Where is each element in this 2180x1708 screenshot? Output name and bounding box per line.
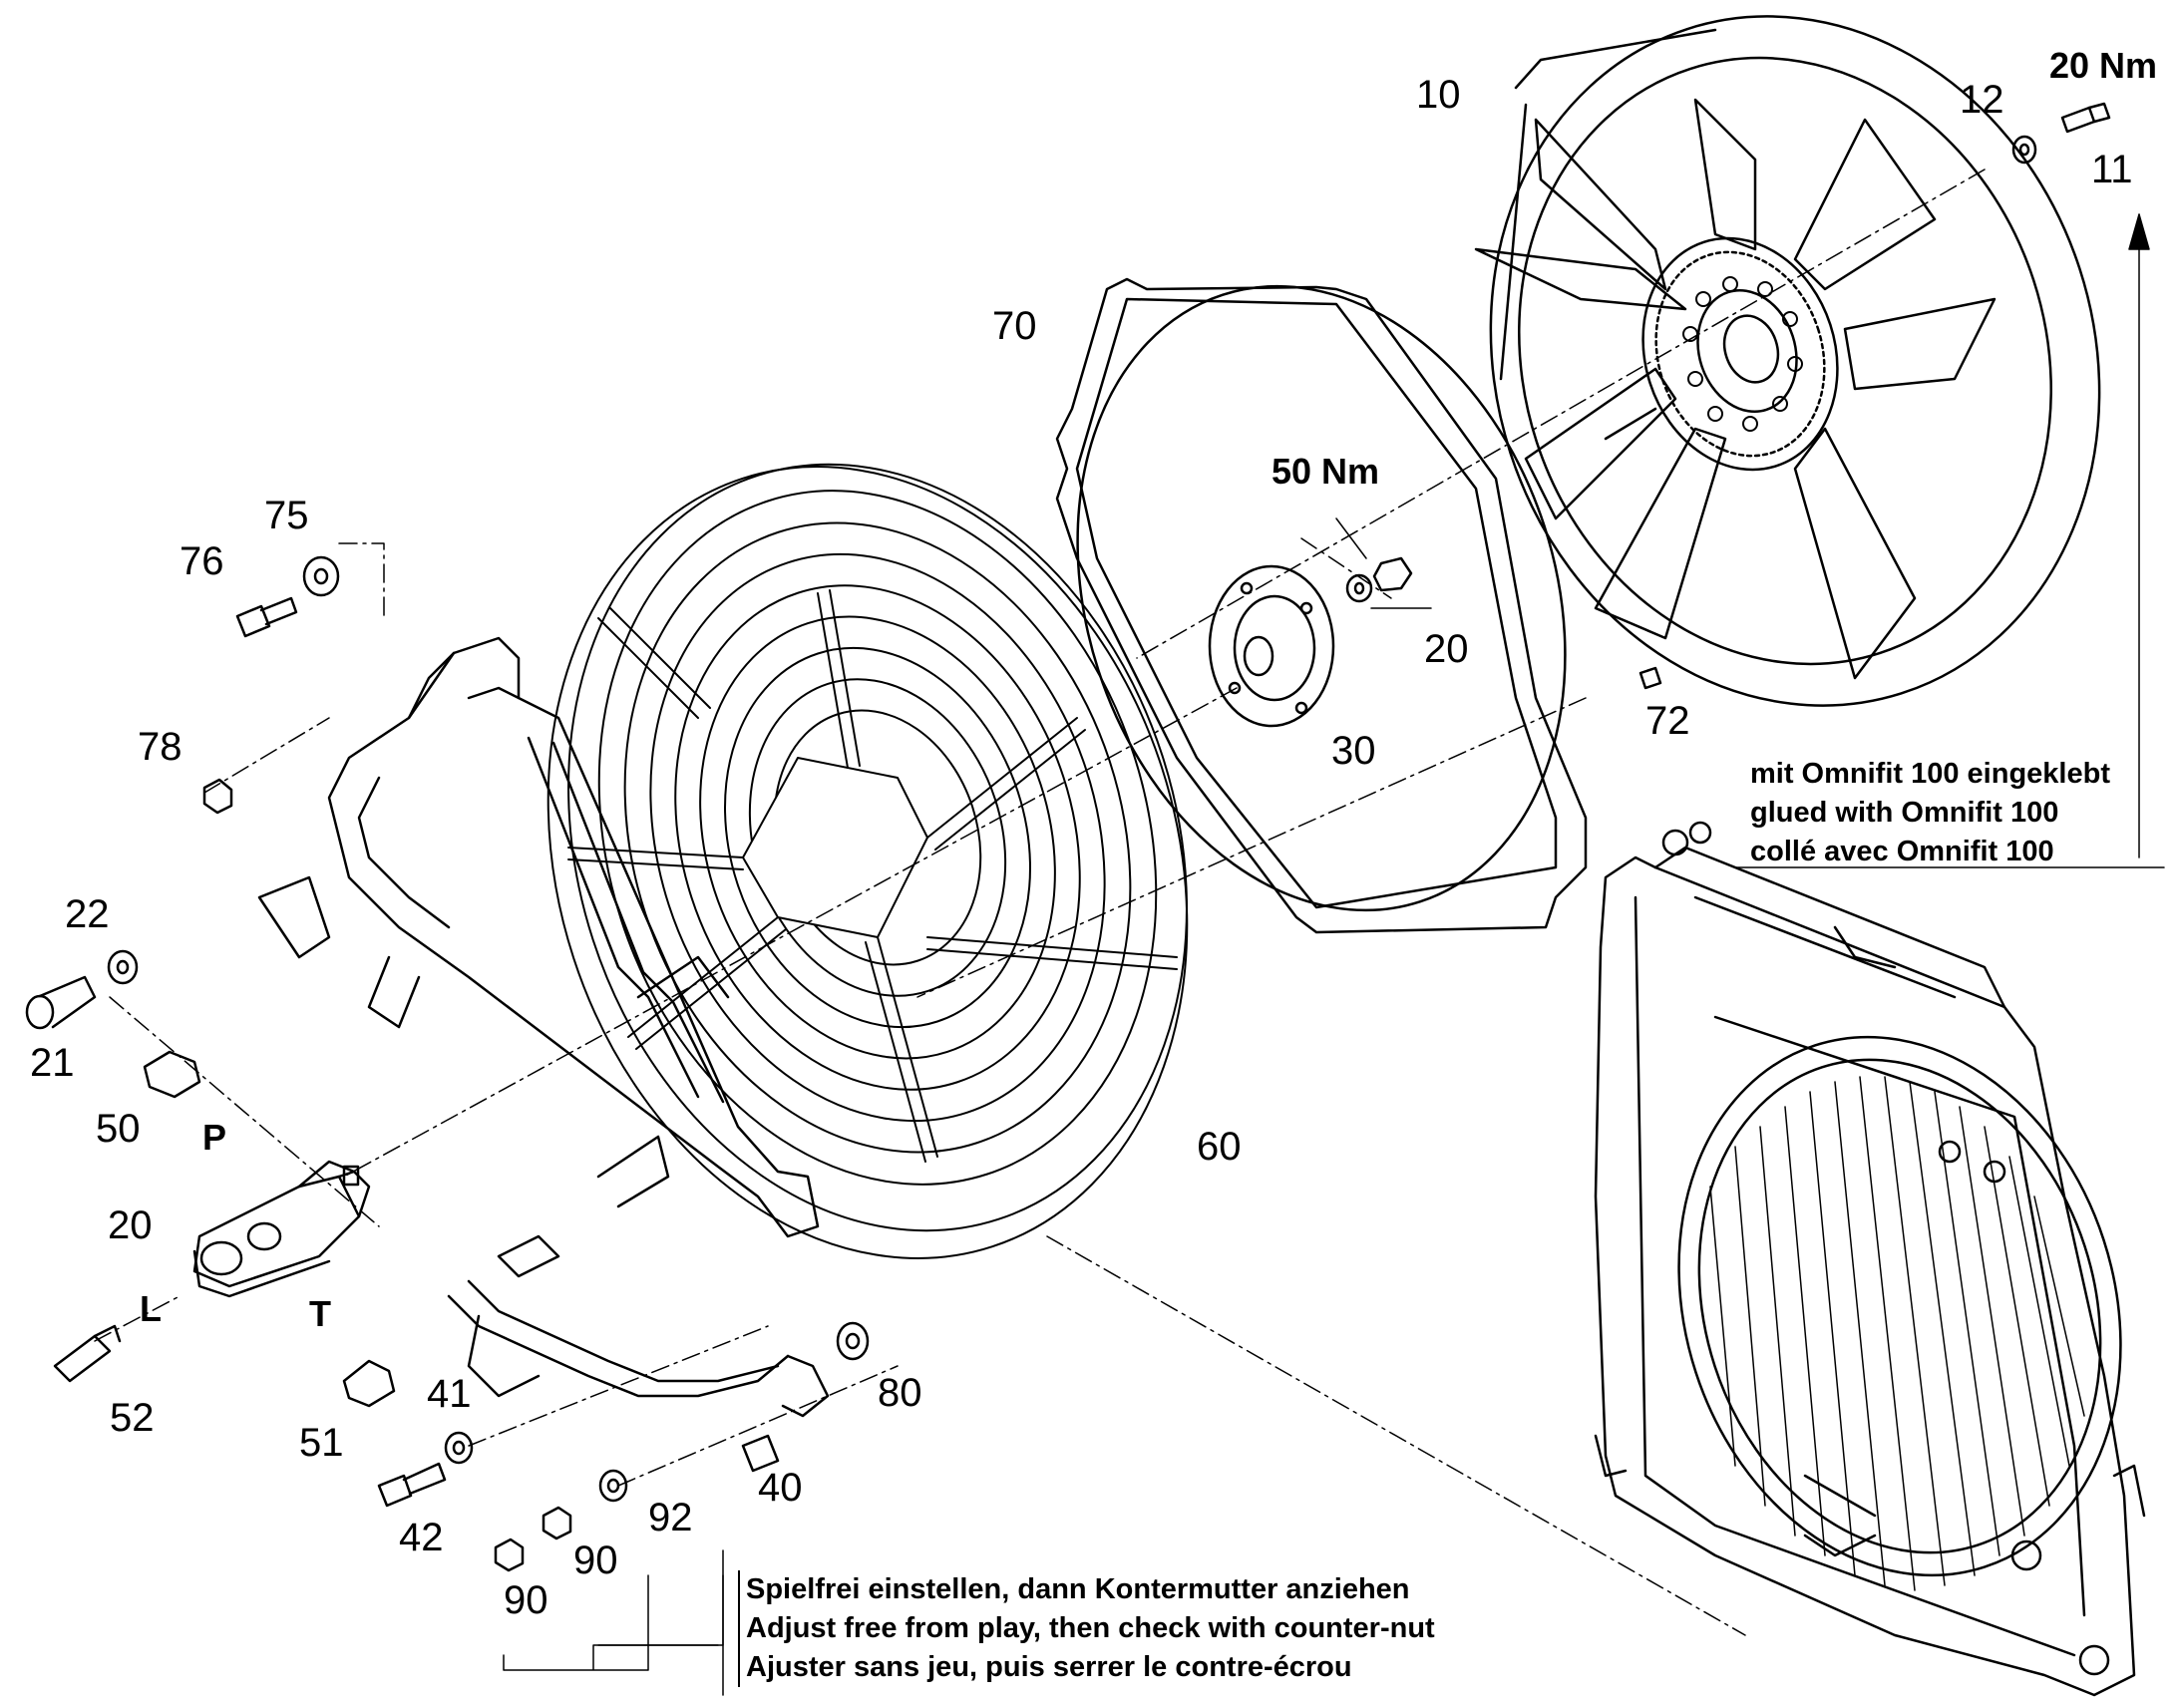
screw-21 xyxy=(25,975,97,1030)
hub-flange xyxy=(1208,564,1335,728)
adjust-note: Spielfrei einstellen, dann Kontermutter … xyxy=(738,1570,1435,1687)
torque-label-top: 20 Nm xyxy=(2049,45,2158,86)
callout-42: 42 xyxy=(399,1516,444,1559)
fitting-72 xyxy=(1638,666,1662,690)
callout-78: 78 xyxy=(138,725,182,769)
washer-75 xyxy=(302,555,340,597)
fitting-40 xyxy=(741,1434,780,1473)
nut-90-a xyxy=(542,1506,572,1540)
callout-11: 11 xyxy=(2091,148,2133,191)
callout-60: 60 xyxy=(1197,1125,1242,1169)
callout-72: 72 xyxy=(1645,699,1690,743)
hardware xyxy=(25,102,2111,1572)
callout-90-right: 90 xyxy=(573,1538,618,1582)
callout-10: 10 xyxy=(1416,73,1461,117)
callout-52: 52 xyxy=(110,1396,155,1440)
adjust-note-fr: Ajuster sans jeu, puis serrer le contre-… xyxy=(746,1651,1352,1683)
port-p-label: P xyxy=(202,1117,227,1158)
bolt-76 xyxy=(235,596,298,638)
nut-90-b xyxy=(494,1537,525,1572)
torque-label-mid: 50 Nm xyxy=(1272,451,1380,492)
callout-40: 40 xyxy=(758,1466,803,1510)
fan-impeller xyxy=(1474,15,2101,707)
washer-22 xyxy=(107,949,139,985)
callout-22: 22 xyxy=(65,892,110,936)
washer-41 xyxy=(444,1431,474,1465)
callout-70: 70 xyxy=(992,304,1037,348)
washer-80 xyxy=(836,1321,870,1361)
adjust-note-de: Spielfrei einstellen, dann Kontermutter … xyxy=(746,1573,1410,1605)
callout-92: 92 xyxy=(648,1496,693,1539)
port-l-label: L xyxy=(140,1288,162,1329)
callout-51: 51 xyxy=(299,1421,344,1465)
callout-76: 76 xyxy=(180,539,224,583)
fitting-50 xyxy=(143,1050,201,1099)
fitting-51 xyxy=(342,1359,396,1408)
callout-50: 50 xyxy=(96,1107,141,1151)
wire-guard xyxy=(546,463,1189,1259)
bolt-42 xyxy=(377,1462,447,1508)
callout-75: 75 xyxy=(264,494,309,537)
mounting-frame xyxy=(257,636,830,1418)
callout-21: 21 xyxy=(30,1041,75,1085)
port-t-label: T xyxy=(309,1293,331,1334)
washer-92 xyxy=(598,1469,628,1503)
callout-20-lower: 20 xyxy=(108,1203,153,1247)
glue-note: mit Omnifit 100 eingeklebt glued with Om… xyxy=(1750,755,2110,871)
glue-note-fr: collé avec Omnifit 100 xyxy=(1750,836,2054,867)
callout-41: 41 xyxy=(427,1372,472,1416)
callout-90-left: 90 xyxy=(504,1578,548,1622)
callout-80: 80 xyxy=(878,1371,922,1415)
glue-note-en: glued with Omnifit 100 xyxy=(1750,797,2059,829)
hydraulic-motor xyxy=(192,1160,371,1298)
bolt-11 xyxy=(2060,102,2111,134)
callout-30: 30 xyxy=(1331,729,1376,773)
nut-78 xyxy=(202,778,233,815)
adjust-note-en: Adjust free from play, then check with c… xyxy=(746,1612,1435,1644)
radiator-assembly xyxy=(1594,821,2146,1697)
fan-shroud-plate xyxy=(1055,277,1588,934)
callout-20-upper: 20 xyxy=(1424,627,1469,671)
glue-note-de: mit Omnifit 100 eingeklebt xyxy=(1750,758,2110,790)
leader-lines xyxy=(94,169,1986,1636)
callout-12: 12 xyxy=(1960,78,2004,122)
fitting-52 xyxy=(53,1324,122,1383)
washer-12 xyxy=(2011,135,2037,165)
nut-20-upper xyxy=(1345,556,1413,603)
